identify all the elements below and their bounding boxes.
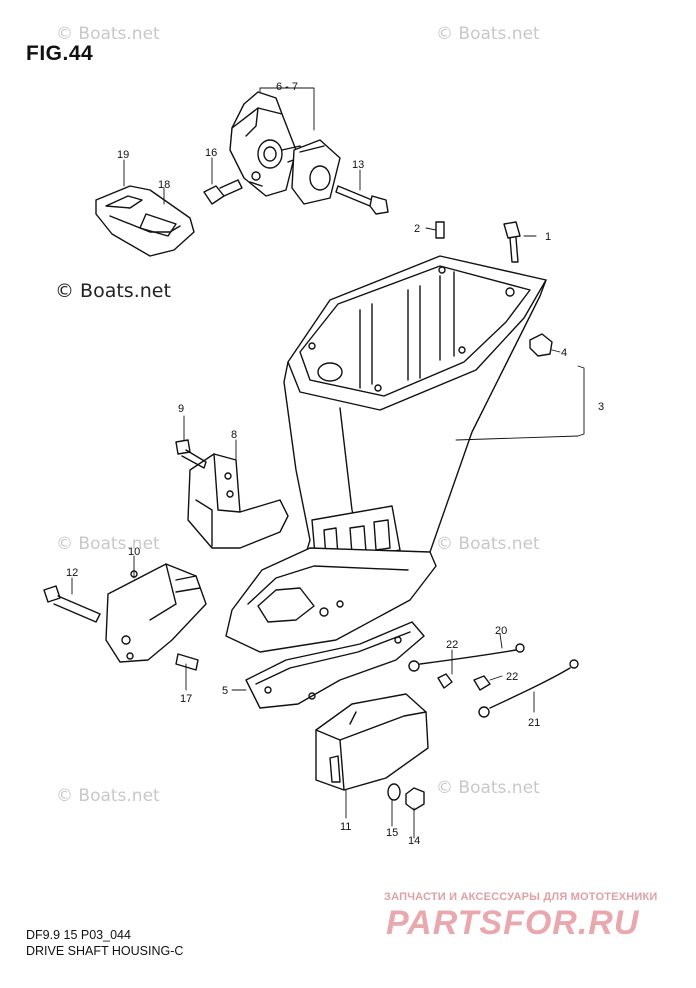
bracket-8 [187,453,289,549]
ground-wire-21 [478,659,579,718]
bracket-10 [105,563,207,663]
gasket-5 [245,621,425,709]
pin-2 [435,221,445,239]
callout-9: 9 [178,403,184,415]
watermark-bottom-right: © Boats.net [436,778,540,798]
callout-3: 3 [598,401,604,413]
callout-1: 1 [545,231,551,243]
callout-4: 4 [561,347,567,359]
callout-15: 15 [386,827,398,839]
callout-12: 12 [66,567,78,579]
nut-4 [529,333,553,357]
callout-19: 19 [117,149,129,161]
callout-10: 10 [128,546,140,558]
washer-15 [387,783,401,801]
clamp-bracket [229,91,305,197]
pin-17 [175,653,199,671]
brand-logo: PARTSFOR.RU [386,904,640,942]
nut-14 [405,787,425,811]
callout-22b: 22 [506,671,518,683]
figure-title: FIG.44 [26,42,94,65]
watermark-mid-left: © Boats.net [56,534,160,554]
watermark-mid-right: © Boats.net [436,534,540,554]
callout-20: 20 [495,625,507,637]
bolt-22b [473,675,491,691]
bolt-1 [503,221,521,263]
callout-17: 17 [180,693,192,705]
figure-code: DF9.9 15 P03_044 [26,928,131,942]
watermark-left: © Boats.net [55,280,171,302]
bolt-22a [437,673,453,689]
bolt-13 [335,185,389,215]
watermark-bottom-left: © Boats.net [56,786,160,806]
grommet-19 [95,185,195,257]
callout-13: 13 [352,159,364,171]
ground-wire-20 [408,643,525,672]
leader-lines [71,87,585,839]
callout-labels: 6 - 7 19 18 16 13 2 1 4 3 9 8 10 12 17 5… [66,81,604,847]
watermark-top-left: © Boats.net [56,24,160,44]
bolt-16 [203,179,243,205]
brand-tagline: ЗАПЧАСТИ И АКСЕССУАРЫ ДЛЯ МОТОТЕХНИКИ [384,891,658,903]
callout-16: 16 [205,147,217,159]
figure-caption: DRIVE SHAFT HOUSING-C [26,944,184,958]
mount-plate [291,139,341,205]
callout-11: 11 [340,821,351,833]
callout-6-7: 6 - 7 [276,81,298,93]
callout-18: 18 [158,179,170,191]
callout-22a: 22 [446,639,458,651]
callout-21: 21 [528,717,540,729]
callout-5: 5 [222,685,228,697]
callout-14: 14 [408,835,420,847]
cover-11 [315,693,429,791]
callout-8: 8 [231,429,237,441]
watermark-top-right: © Boats.net [436,24,540,44]
callout-2: 2 [414,223,420,235]
bolt-9 [175,439,207,469]
bolt-12 [43,585,101,623]
drive-shaft-housing [225,255,547,653]
